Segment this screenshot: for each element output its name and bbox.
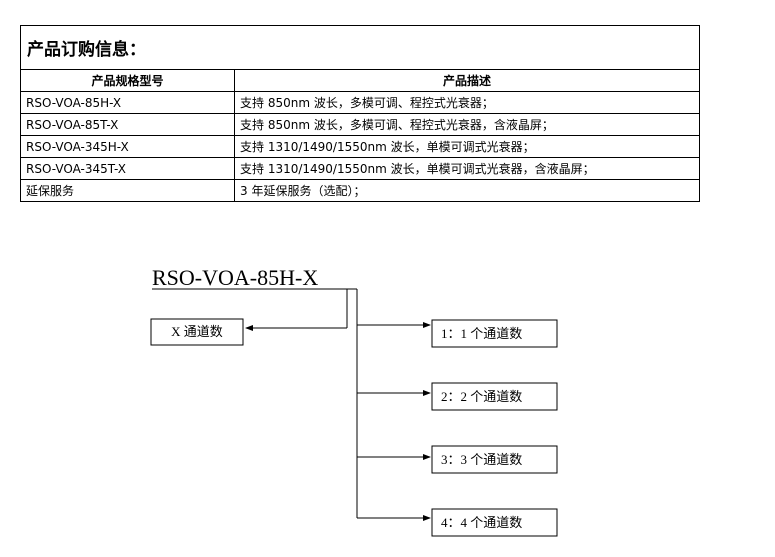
table-row: RSO-VOA-345H-X 支持 1310/1490/1550nm 波长，单模… (20, 135, 700, 158)
order-info-table: 产品订购信息： 产品规格型号 产品描述 RSO-VOA-85H-X 支持 850… (20, 25, 700, 202)
option-label: 3：3 个通道数 (441, 452, 522, 467)
channel-count-label: X 通道数 (171, 324, 223, 339)
table-header-row: 产品规格型号 产品描述 (20, 69, 700, 92)
model-code-title: RSO-VOA-85H-X (152, 265, 318, 290)
column-header-model: 产品规格型号 (20, 69, 235, 92)
option-box (431, 382, 558, 411)
table-row: RSO-VOA-345T-X 支持 1310/1490/1550nm 波长，单模… (20, 157, 700, 180)
model-cell: RSO-VOA-85T-X (20, 113, 235, 136)
description-cell: 支持 850nm 波长，多模可调、程控式光衰器； (234, 91, 700, 114)
option-label: 2：2 个通道数 (441, 389, 522, 404)
option-label: 1：1 个通道数 (441, 326, 522, 341)
channel-count-box (150, 318, 244, 346)
option-box (431, 508, 558, 537)
description-cell: 3 年延保服务（选配）； (234, 179, 700, 202)
option-box (431, 319, 558, 348)
table-title: 产品订购信息： (20, 25, 700, 70)
model-cell: 延保服务 (20, 179, 235, 202)
option-box (431, 445, 558, 474)
description-cell: 支持 1310/1490/1550nm 波长，单模可调式光衰器，含液晶屏； (234, 157, 700, 180)
model-cell: RSO-VOA-345T-X (20, 157, 235, 180)
option-label: 4：4 个通道数 (441, 515, 522, 530)
table-row: 延保服务 3 年延保服务（选配）； (20, 179, 700, 202)
table-row: RSO-VOA-85H-X 支持 850nm 波长，多模可调、程控式光衰器； (20, 91, 700, 114)
